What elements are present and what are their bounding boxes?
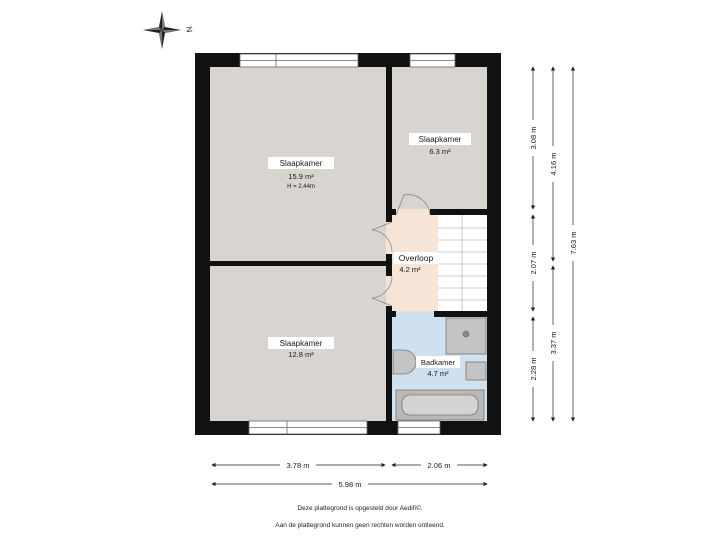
room-name: Slaapkamer [419, 135, 462, 144]
windows [239, 53, 456, 435]
sink [392, 349, 417, 375]
dimension-height-lower: 3.37 m [547, 265, 559, 422]
bathroom-fixtures [392, 317, 487, 421]
dimension-label: 2.07 m [529, 252, 538, 275]
north-label: N [184, 26, 194, 33]
dimension-height-upper: 4.16 m [547, 66, 559, 262]
label-slaapkamer-large: Slaapkamer 15.9 m² H = 2.44m [268, 157, 334, 190]
doors [371, 194, 434, 317]
label-overloop: Overloop 4.2 m² [394, 252, 438, 274]
room-area: 4.7 m² [427, 369, 449, 378]
room-stairwell [438, 215, 487, 311]
compass-icon: N [143, 11, 194, 49]
room-height: H = 2.44m [287, 184, 315, 190]
room-area: 12.8 m² [288, 350, 314, 359]
footer-disclaimer: Aan de plattegrond kunnen geen rechten w… [275, 522, 445, 529]
room-area: 15.9 m² [288, 172, 314, 181]
label-badkamer: Badkamer 4.7 m² [416, 356, 460, 378]
staircase [438, 215, 487, 311]
dimension-width-left: 3.78 m [211, 459, 386, 470]
dimension-height-landing: 2.07 m [527, 214, 539, 312]
room-area: 4.2 m² [399, 265, 421, 274]
dimension-width-total: 5.98 m [211, 478, 488, 489]
label-slaapkamer-small: Slaapkamer 6.3 m² [409, 133, 471, 156]
room-name: Slaapkamer [280, 339, 323, 348]
dimension-height-total: 7.63 m [567, 66, 579, 422]
dimension-label: 3.37 m [549, 332, 558, 355]
dimension-label: 2.28 m [529, 358, 538, 381]
dimension-height-top-room: 3.08 m [527, 66, 539, 210]
room-name: Overloop [399, 253, 434, 263]
dimension-label: 3.78 m [287, 461, 310, 470]
label-slaapkamer-bottom: Slaapkamer 12.8 m² [268, 337, 334, 359]
dimension-label: 4.16 m [549, 153, 558, 176]
room-name: Badkamer [421, 358, 456, 367]
dimension-height-bath: 2.28 m [527, 316, 539, 422]
toilet [465, 361, 487, 381]
dimension-width-right: 2.06 m [391, 459, 488, 470]
dimension-label: 5.98 m [339, 480, 362, 489]
dimension-label: 7.63 m [569, 232, 578, 255]
room-area: 6.3 m² [429, 147, 451, 156]
dimension-label: 3.08 m [529, 127, 538, 150]
room-name: Slaapkamer [280, 159, 323, 168]
dimension-label: 2.06 m [428, 461, 451, 470]
footer-credit: Deze plattegrond is opgesteld door Aedif… [297, 505, 423, 512]
